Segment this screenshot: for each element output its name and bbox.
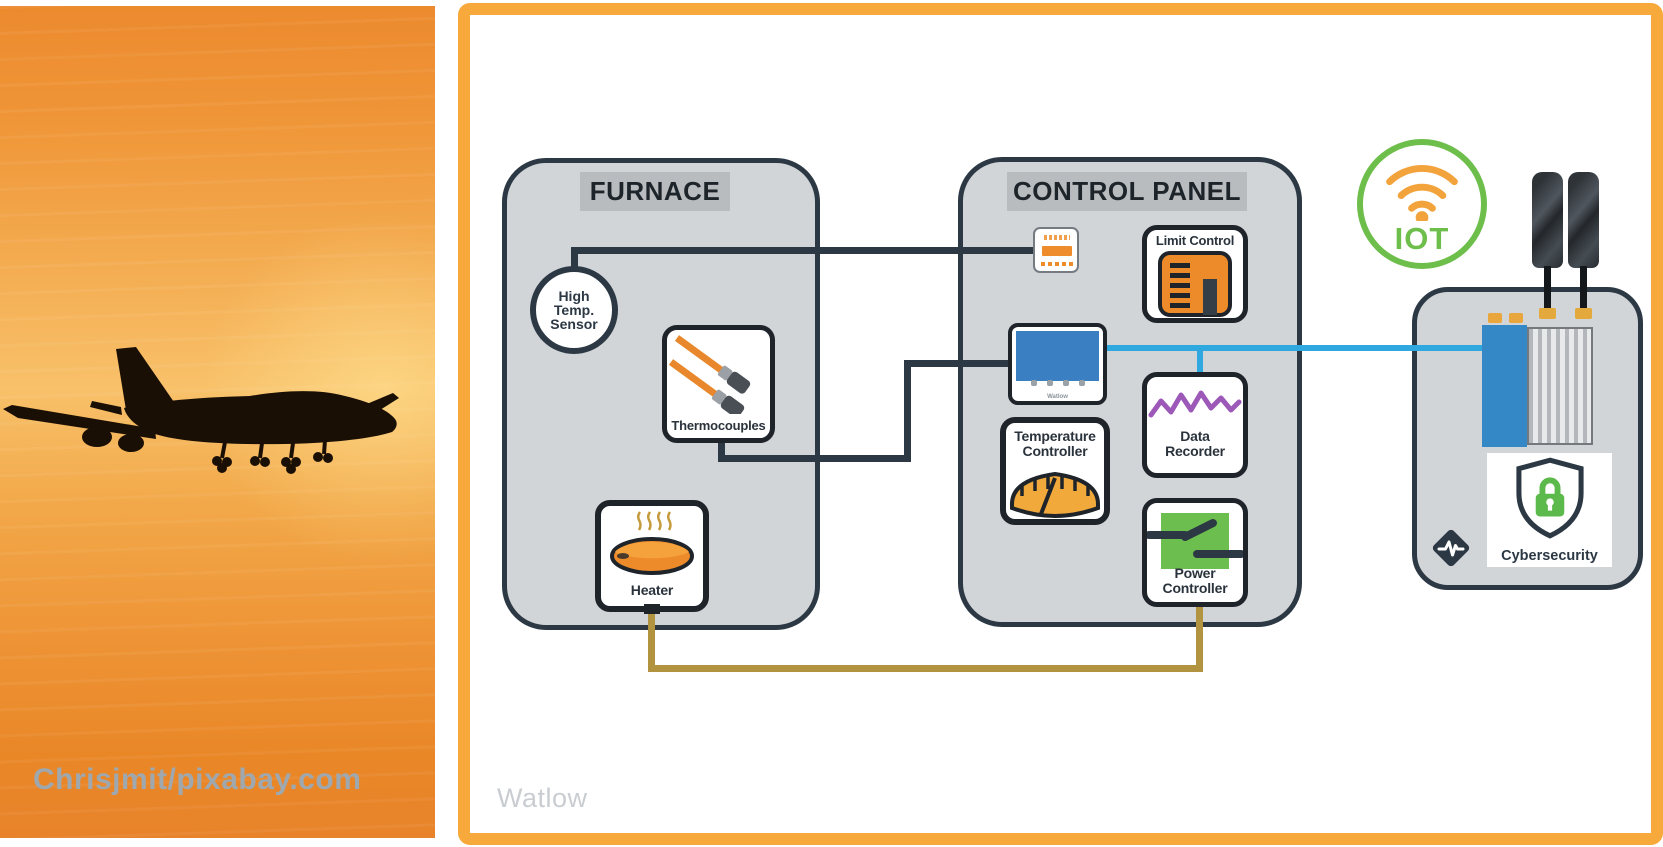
gateway-port-1 (1488, 313, 1502, 323)
limit-control-box: Limit Control (1142, 225, 1248, 323)
power-controller-box: Power Controller (1142, 498, 1248, 607)
limit-controller-device-keys (1041, 262, 1075, 266)
diagram-attribution: Watlow (497, 783, 588, 813)
antenna-left-connector (1539, 308, 1556, 319)
heater-box: Heater (595, 500, 709, 612)
temperature-controller-box: Temperature Controller (1000, 417, 1110, 525)
control-panel-title: CONTROL PANEL (1007, 172, 1247, 211)
limit-controller-device-readout (1042, 246, 1072, 256)
hmi-screen (1016, 331, 1099, 381)
heater-label: Heater (630, 581, 674, 598)
temperature-controller-label: Temperature Controller (1014, 428, 1096, 460)
thermocouple-line-to-hmi (904, 360, 1012, 367)
limit-controller-device (1033, 227, 1079, 273)
iot-label: IOT (1394, 221, 1450, 256)
heater-icon (610, 511, 694, 575)
high-temp-sensor: High Temp. Sensor (530, 266, 618, 354)
power-line-bottom (648, 665, 1203, 672)
gateway-device-heatsink (1527, 327, 1593, 445)
data-recorder-icon (1148, 390, 1242, 418)
antenna-right-connector (1575, 308, 1592, 319)
cybersecurity-shield-icon (1516, 457, 1584, 539)
gateway-device-front (1482, 325, 1527, 447)
cybersecurity-panel: Cybersecurity (1487, 453, 1612, 567)
power-controller-label: Power Controller (1162, 564, 1228, 596)
heater-terminal (644, 604, 660, 614)
thermocouple-line-low (718, 455, 911, 462)
limit-controller-device-display (1044, 235, 1070, 240)
power-line-left (648, 612, 655, 672)
limit-control-label: Limit Control (1155, 233, 1235, 248)
sensor-line-horizontal (571, 247, 1037, 254)
antenna-left (1532, 172, 1563, 268)
data-recorder-label: Data Recorder (1165, 428, 1225, 460)
sensor-line-vertical (571, 250, 578, 274)
thermocouple-line-drop (718, 443, 725, 462)
hmi-brand: Watlow (1047, 394, 1068, 400)
hmi-touchscreen: Watlow (1008, 323, 1107, 405)
limit-control-icon (1158, 251, 1232, 317)
temperature-gauge-icon (1010, 471, 1100, 518)
hmi-buttons (1012, 373, 1103, 391)
wifi-icon (1386, 165, 1458, 221)
furnace-title: FURNACE (580, 172, 730, 211)
ethernet-line (1107, 345, 1486, 351)
antenna-right (1568, 172, 1599, 268)
watlow-logo (1426, 523, 1476, 573)
antenna-right-stem (1580, 266, 1587, 314)
power-line-right (1196, 605, 1203, 672)
thermocouples-box: Thermocouples (662, 325, 775, 443)
gateway-port-2 (1509, 313, 1523, 323)
sunset-airplane-photo: Chrisjmit/pixabay.com (0, 6, 435, 838)
antenna-left-stem (1544, 266, 1551, 314)
thermocouples-icon (669, 335, 751, 414)
cybersecurity-label: Cybersecurity (1501, 548, 1598, 564)
ethernet-tee (1197, 345, 1203, 375)
thermocouple-line-riser (904, 360, 911, 462)
airplane-silhouette (3, 347, 399, 474)
photo-credit: Chrisjmit/pixabay.com (33, 763, 362, 796)
thermocouples-label: Thermocouples (671, 417, 766, 433)
power-controller-icon (1147, 513, 1243, 569)
iot-badge: IOT (1357, 139, 1487, 269)
data-recorder-box: Data Recorder (1142, 372, 1248, 478)
high-temp-sensor-label: High Temp. Sensor (550, 287, 598, 333)
